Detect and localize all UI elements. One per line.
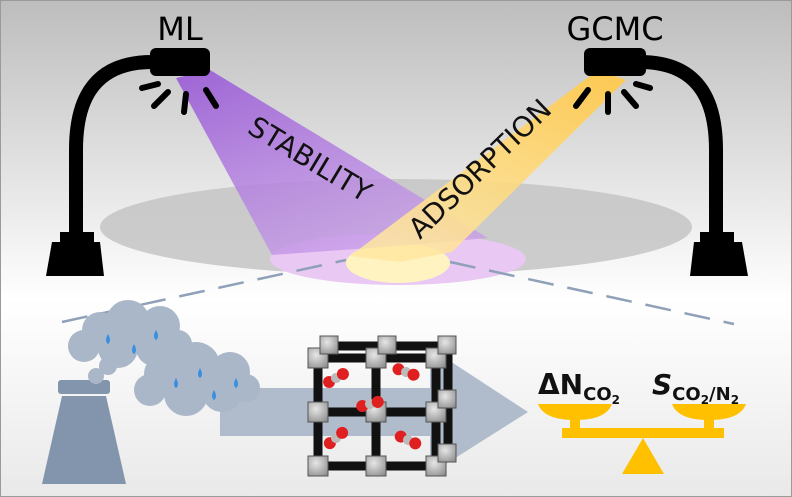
co2-molecule-icon xyxy=(323,363,422,450)
delta-n-co2-label: ΔNCO2 xyxy=(538,368,620,407)
gcmc-label: GCMC xyxy=(566,10,663,48)
factory-chimney-icon xyxy=(42,357,126,484)
zoom-line-right xyxy=(449,260,735,326)
stability-beam xyxy=(176,70,488,255)
balance-scale-icon xyxy=(538,404,746,474)
left-lamp xyxy=(46,48,219,276)
selectivity-label: SCO2/N2 xyxy=(652,368,739,407)
right-lamp xyxy=(573,48,748,276)
ml-label: ML xyxy=(157,10,203,48)
mof-lattice-icon xyxy=(307,335,457,477)
rain-cloud-icon xyxy=(68,300,260,416)
adsorption-beam xyxy=(350,70,626,262)
